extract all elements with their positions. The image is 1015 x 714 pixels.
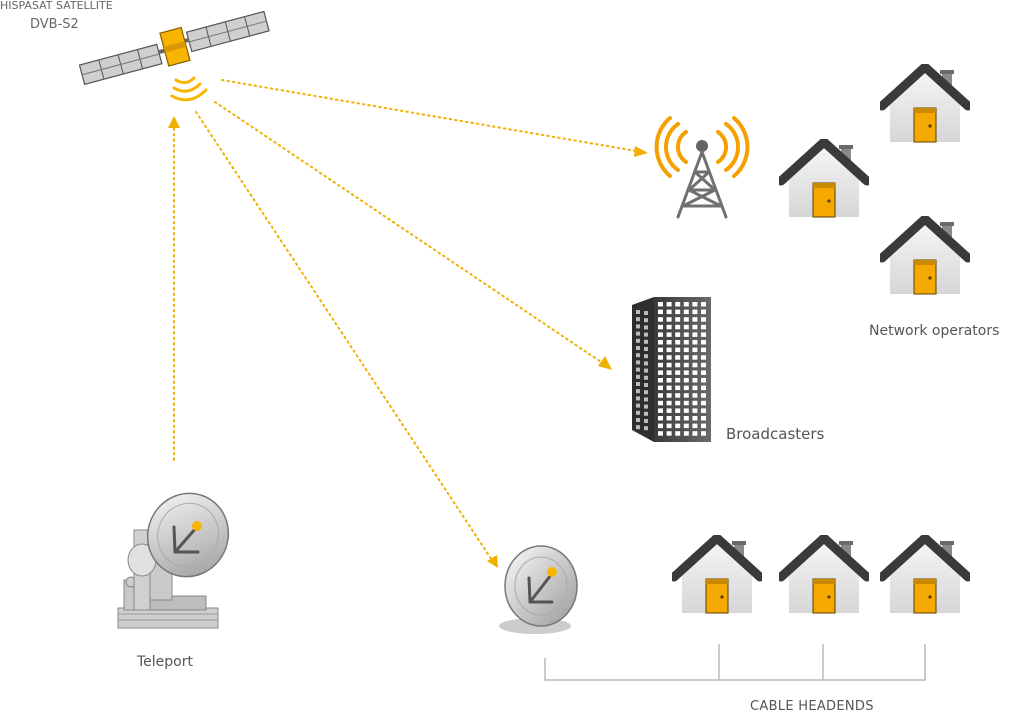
office-building-icon (632, 297, 711, 442)
antenna-tower-icon (654, 116, 750, 219)
signal-links (173, 79, 637, 561)
house-icon (882, 219, 968, 294)
satellite-name-label: HISPASAT SATELLITE (0, 0, 113, 12)
arrowhead-cable-dish (487, 555, 498, 568)
house-icon (882, 538, 968, 613)
link-satellite-to-broadcasters (214, 101, 605, 365)
house-icon (882, 67, 968, 142)
network-operators-houses (781, 67, 968, 294)
link-arrowheads (168, 116, 648, 568)
link-satellite-to-cable-dish (195, 111, 493, 561)
arrowhead-broadcasters (598, 356, 612, 370)
cable-headends-houses (674, 538, 968, 613)
broadcasters-label: Broadcasters (726, 425, 825, 443)
satellite-dish-icon (499, 545, 578, 634)
satellite-icon (78, 10, 270, 102)
house-icon (781, 538, 867, 613)
satellite-standard-label: DVB-S2 (30, 17, 79, 32)
house-icon (674, 538, 760, 613)
teleport-label: Teleport (137, 654, 193, 670)
cable-headends-bracket (544, 644, 926, 681)
link-satellite-to-tower (221, 79, 637, 152)
house-icon (781, 142, 867, 217)
network-operators-label: Network operators (869, 323, 1000, 339)
teleport-dish-icon (117, 492, 230, 629)
arrowhead-tower (634, 146, 648, 157)
arrowhead-uplink (168, 116, 180, 128)
cable-headends-label: CABLE HEADENDS (750, 699, 874, 714)
